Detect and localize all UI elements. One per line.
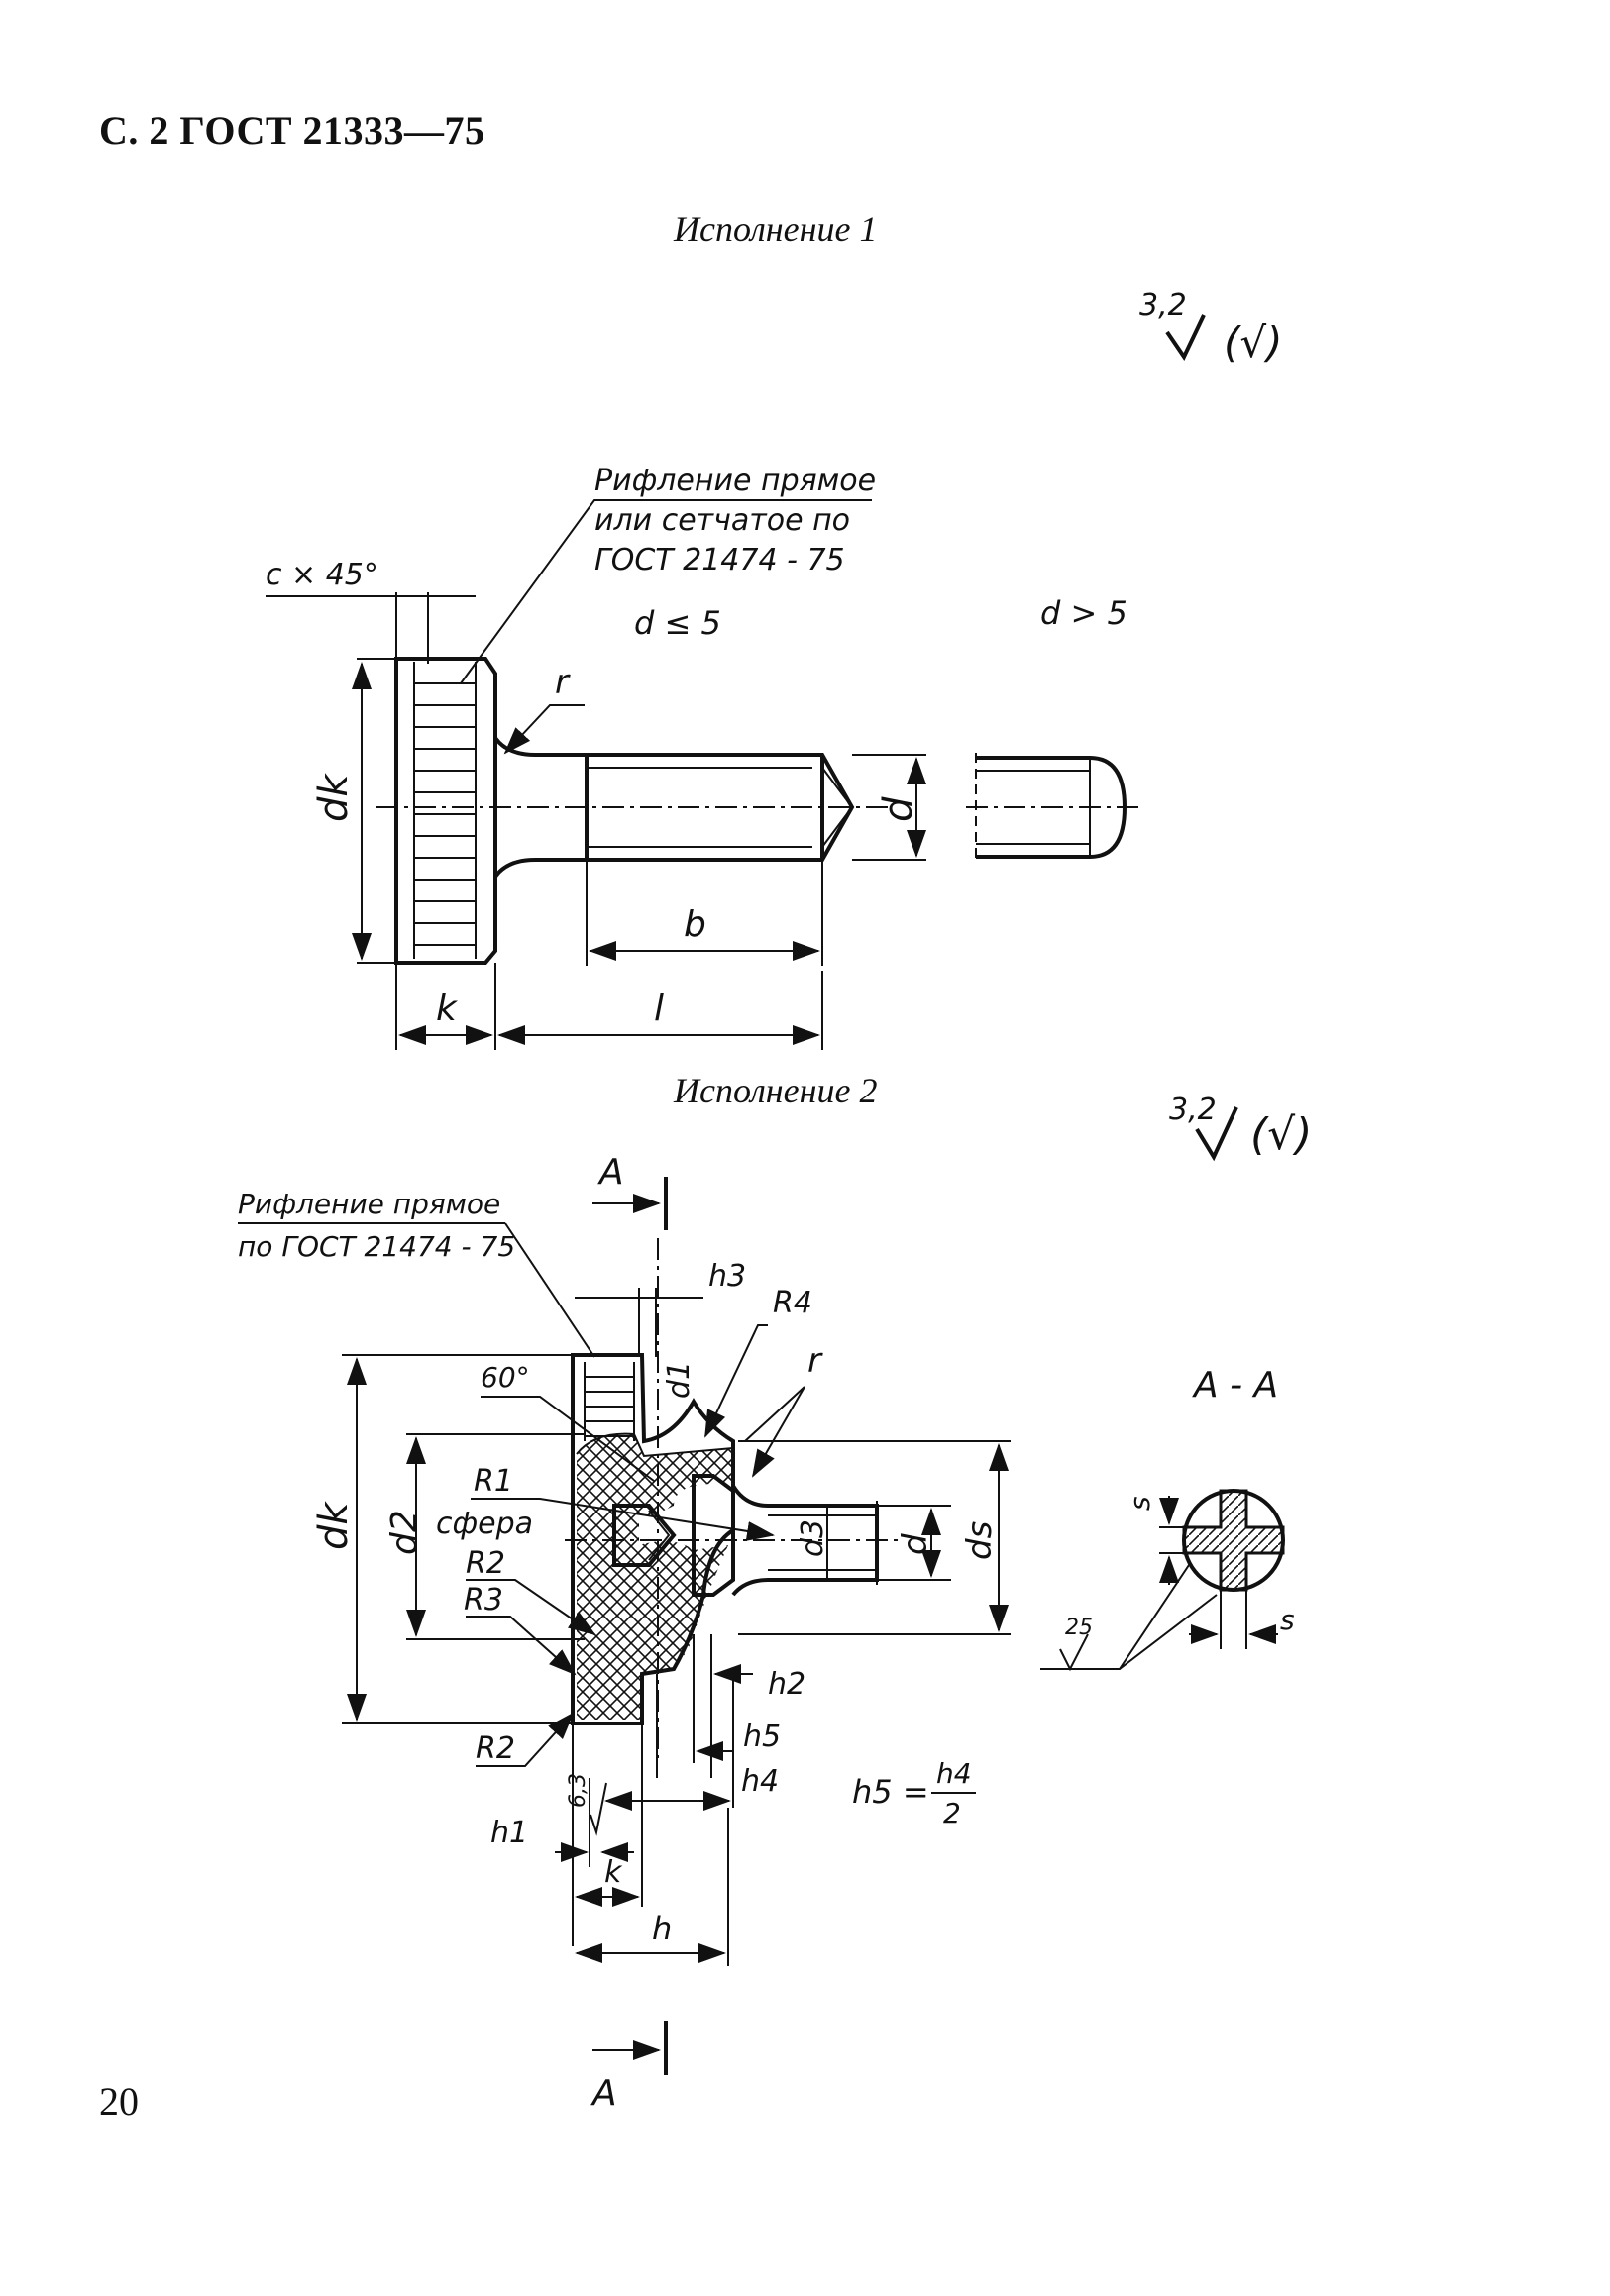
label-d3: d3 (796, 1519, 830, 1557)
label-r-1: r (555, 663, 571, 702)
label-h5: h5 (743, 1720, 781, 1754)
knurl-note-1-line1: Рифление прямое (594, 464, 876, 498)
knurl-note-2-line2: по ГОСТ 21474 - 75 (238, 1230, 515, 1263)
label-dk-1: dk (311, 773, 357, 822)
formula-denominator: 2 (943, 1797, 961, 1829)
roughness-paren-2: (√) (1250, 1109, 1312, 1160)
roughness-value-2: 3,2 (1169, 1093, 1217, 1127)
variant2-drawing: 3,2 (√) A Рифление прямое по ГОСТ 21474 … (238, 1093, 1312, 2114)
roughness-slot-value: 25 (1065, 1616, 1093, 1640)
roughness-value-1: 3,2 (1139, 288, 1187, 323)
section-title: A - A (1192, 1365, 1278, 1406)
shank-1 (376, 736, 892, 879)
case-small-label: d ≤ 5 (634, 604, 721, 642)
label-R4: R4 (773, 1286, 812, 1320)
label-h: h (652, 1910, 672, 1947)
roughness-paren-1: (√) (1224, 318, 1283, 366)
knob-body (571, 1353, 735, 1725)
label-d1: d1 (662, 1361, 697, 1399)
section-view-AA: A - A s s 25 (1040, 1365, 1295, 1672)
label-d-2: d (896, 1533, 935, 1555)
chamfer-label: c × 45° (266, 558, 378, 592)
shank-end-large (966, 753, 1139, 862)
formula-h5: h5 = h4 2 (852, 1757, 976, 1829)
roughness-symbol-1: 3,2 (√) (1139, 288, 1283, 366)
label-dk-2: dk (311, 1501, 357, 1550)
variant2-title: Исполнение 2 (674, 1071, 878, 1110)
label-R2: R2 (466, 1546, 505, 1581)
label-k-2: k (604, 1855, 623, 1890)
label-l: l (654, 989, 664, 1029)
knurl-note-1-line3: ГОСТ 21474 - 75 (594, 543, 845, 577)
label-R3: R3 (464, 1583, 503, 1618)
knurled-head-1 (394, 657, 497, 965)
case-large-label: d > 5 (1040, 594, 1127, 632)
knurl-note-1-line2: или сетчатое по (594, 503, 850, 538)
formula-left: h5 = (852, 1773, 929, 1811)
label-h1: h1 (490, 1816, 528, 1850)
label-d-1: d (876, 796, 921, 822)
label-b: b (684, 904, 706, 945)
variant1-drawing: 3,2 (√) Рифление прямое или сетчатое по … (266, 288, 1283, 1050)
page-number: 20 (99, 2079, 139, 2124)
label-R1: R1 (474, 1464, 513, 1499)
knurl-note-1: Рифление прямое или сетчатое по ГОСТ 214… (460, 464, 876, 684)
label-sphere: сфера (436, 1507, 533, 1541)
variant1-title: Исполнение 1 (674, 209, 878, 249)
label-k-1: k (436, 989, 459, 1029)
page-header: С. 2 ГОСТ 21333—75 (99, 108, 485, 153)
label-r-2: r (807, 1341, 823, 1381)
label-h2: h2 (768, 1667, 805, 1702)
label-R2-bottom: R2 (476, 1731, 515, 1766)
roughness-symbol-2: 3,2 (√) (1169, 1093, 1312, 1162)
label-h4: h4 (741, 1764, 779, 1799)
section-mark-top: A (597, 1152, 624, 1193)
knurl-note-2-line1: Рифление прямое (238, 1188, 500, 1220)
label-roughness-inner: 6,3 (566, 1773, 590, 1808)
label-h3: h3 (708, 1259, 746, 1294)
label-d2: d2 (384, 1510, 425, 1555)
label-s-horizontal: s (1280, 1604, 1295, 1636)
formula-numerator: h4 (936, 1757, 972, 1790)
label-s-vertical: s (1124, 1496, 1156, 1511)
label-ds: ds (960, 1521, 1000, 1560)
section-mark-bottom: A (590, 2073, 617, 2114)
label-angle: 60° (481, 1361, 530, 1394)
